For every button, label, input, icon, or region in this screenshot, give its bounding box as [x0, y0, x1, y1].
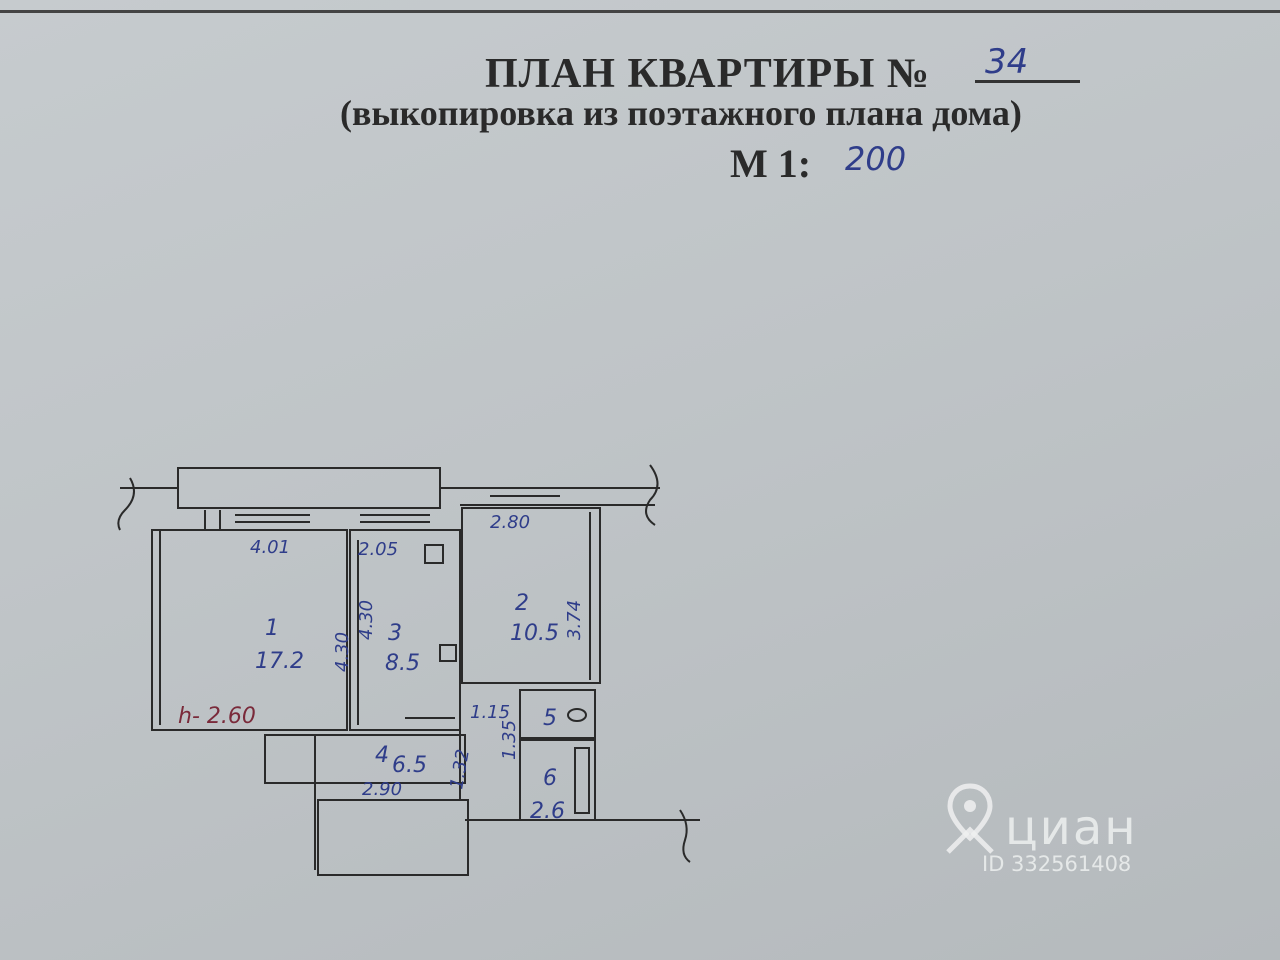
room-3-number: 3 [388, 621, 402, 646]
room-1-walls [151, 529, 348, 731]
scale-value: 200 [845, 140, 907, 178]
dim-430-left: 4.30 [332, 632, 353, 672]
document-header: ПЛАН КВАРТИРЫ № 34 (выкопировка из поэта… [0, 0, 1280, 200]
corridor-4-walls [264, 734, 466, 784]
break-mark-right [645, 464, 659, 526]
apartment-number-underline [975, 80, 1080, 83]
room-2-walls [461, 507, 601, 684]
dim-374: 3.74 [564, 600, 585, 640]
toilet-symbol [567, 708, 587, 722]
entrance-hall-walls [317, 799, 469, 876]
plan-title: ПЛАН КВАРТИРЫ № [485, 51, 931, 97]
room-3-walls [349, 529, 461, 731]
dim-430-right: 4.30 [356, 600, 377, 640]
apartment-number: 34 [985, 42, 1029, 82]
dim-290: 2.90 [362, 779, 402, 800]
room-4-number: 4 [375, 743, 389, 768]
watermark-brand: циан [1005, 800, 1138, 856]
dimension-labels: 4.01 2.05 2.80 3.74 4.30 4.30 1.15 1.35 … [178, 512, 585, 800]
bathtub-symbol [574, 747, 590, 814]
scale-label: М 1: [730, 141, 812, 186]
room-3-area: 8.5 [385, 651, 420, 676]
plan-subtitle: (выкопировка из поэтажного плана дома) [340, 93, 1022, 133]
watermark-id: ID 332561408 [982, 852, 1132, 876]
dim-205: 2.05 [358, 539, 398, 560]
room-5-number: 5 [543, 706, 557, 731]
dim-115: 1.15 [470, 702, 510, 723]
dim-135: 1.35 [499, 720, 520, 760]
page-top-edge-line [0, 10, 1280, 13]
room-6-walls [519, 739, 596, 821]
room-2-number: 2 [515, 591, 529, 616]
room-5-walls [519, 689, 596, 739]
ceiling-height: h- 2.60 [178, 704, 256, 729]
room-labels: 1 17.2 3 8.5 2 10.5 4 6.5 5 6 2.6 [255, 591, 565, 824]
break-mark-left [117, 477, 135, 531]
room-1-area: 17.2 [255, 649, 304, 674]
room-4-area: 6.5 [392, 753, 427, 778]
dim-132: 1.32 [446, 748, 474, 791]
room-1-number: 1 [265, 616, 279, 641]
stove-symbol [424, 544, 444, 564]
dim-280: 2.80 [490, 512, 530, 533]
sink-symbol [439, 644, 457, 662]
room-2-area: 10.5 [510, 621, 559, 646]
cian-location-pin-icon [946, 783, 994, 854]
room-6-number: 6 [543, 766, 557, 791]
balcony-outline [177, 467, 441, 509]
room-6-area: 2.6 [530, 799, 565, 824]
dim-401: 4.01 [250, 537, 290, 558]
floor-plan-walls [117, 464, 700, 876]
break-mark-bottom [679, 809, 691, 863]
